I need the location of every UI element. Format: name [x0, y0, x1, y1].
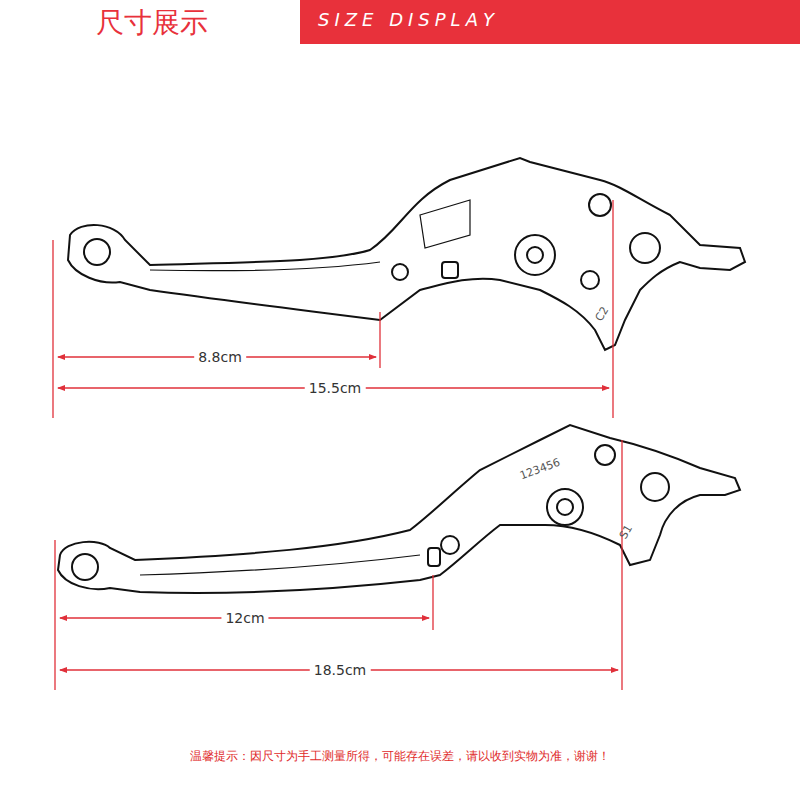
header-band: SIZE DISPLAY 尺寸展示: [0, 0, 800, 44]
header-title-box: 尺寸展示: [0, 0, 300, 44]
header-text: 尺寸展示: [96, 4, 208, 42]
dimension-label: 12cm: [221, 610, 268, 626]
dimension-label: 18.5cm: [310, 662, 371, 678]
dimension-label: 15.5cm: [305, 380, 366, 396]
dimension-label: 8.8cm: [194, 349, 246, 365]
lever-bottom: [58, 425, 740, 593]
dimension-lines: [53, 200, 622, 690]
header-text: SIZE DISPLAY: [318, 9, 499, 30]
note-text: 温馨提示：因尺寸为手工测量所得，可能存在误差，请以收到实物为准，谢谢！: [190, 748, 610, 765]
lever-top: [68, 158, 745, 350]
